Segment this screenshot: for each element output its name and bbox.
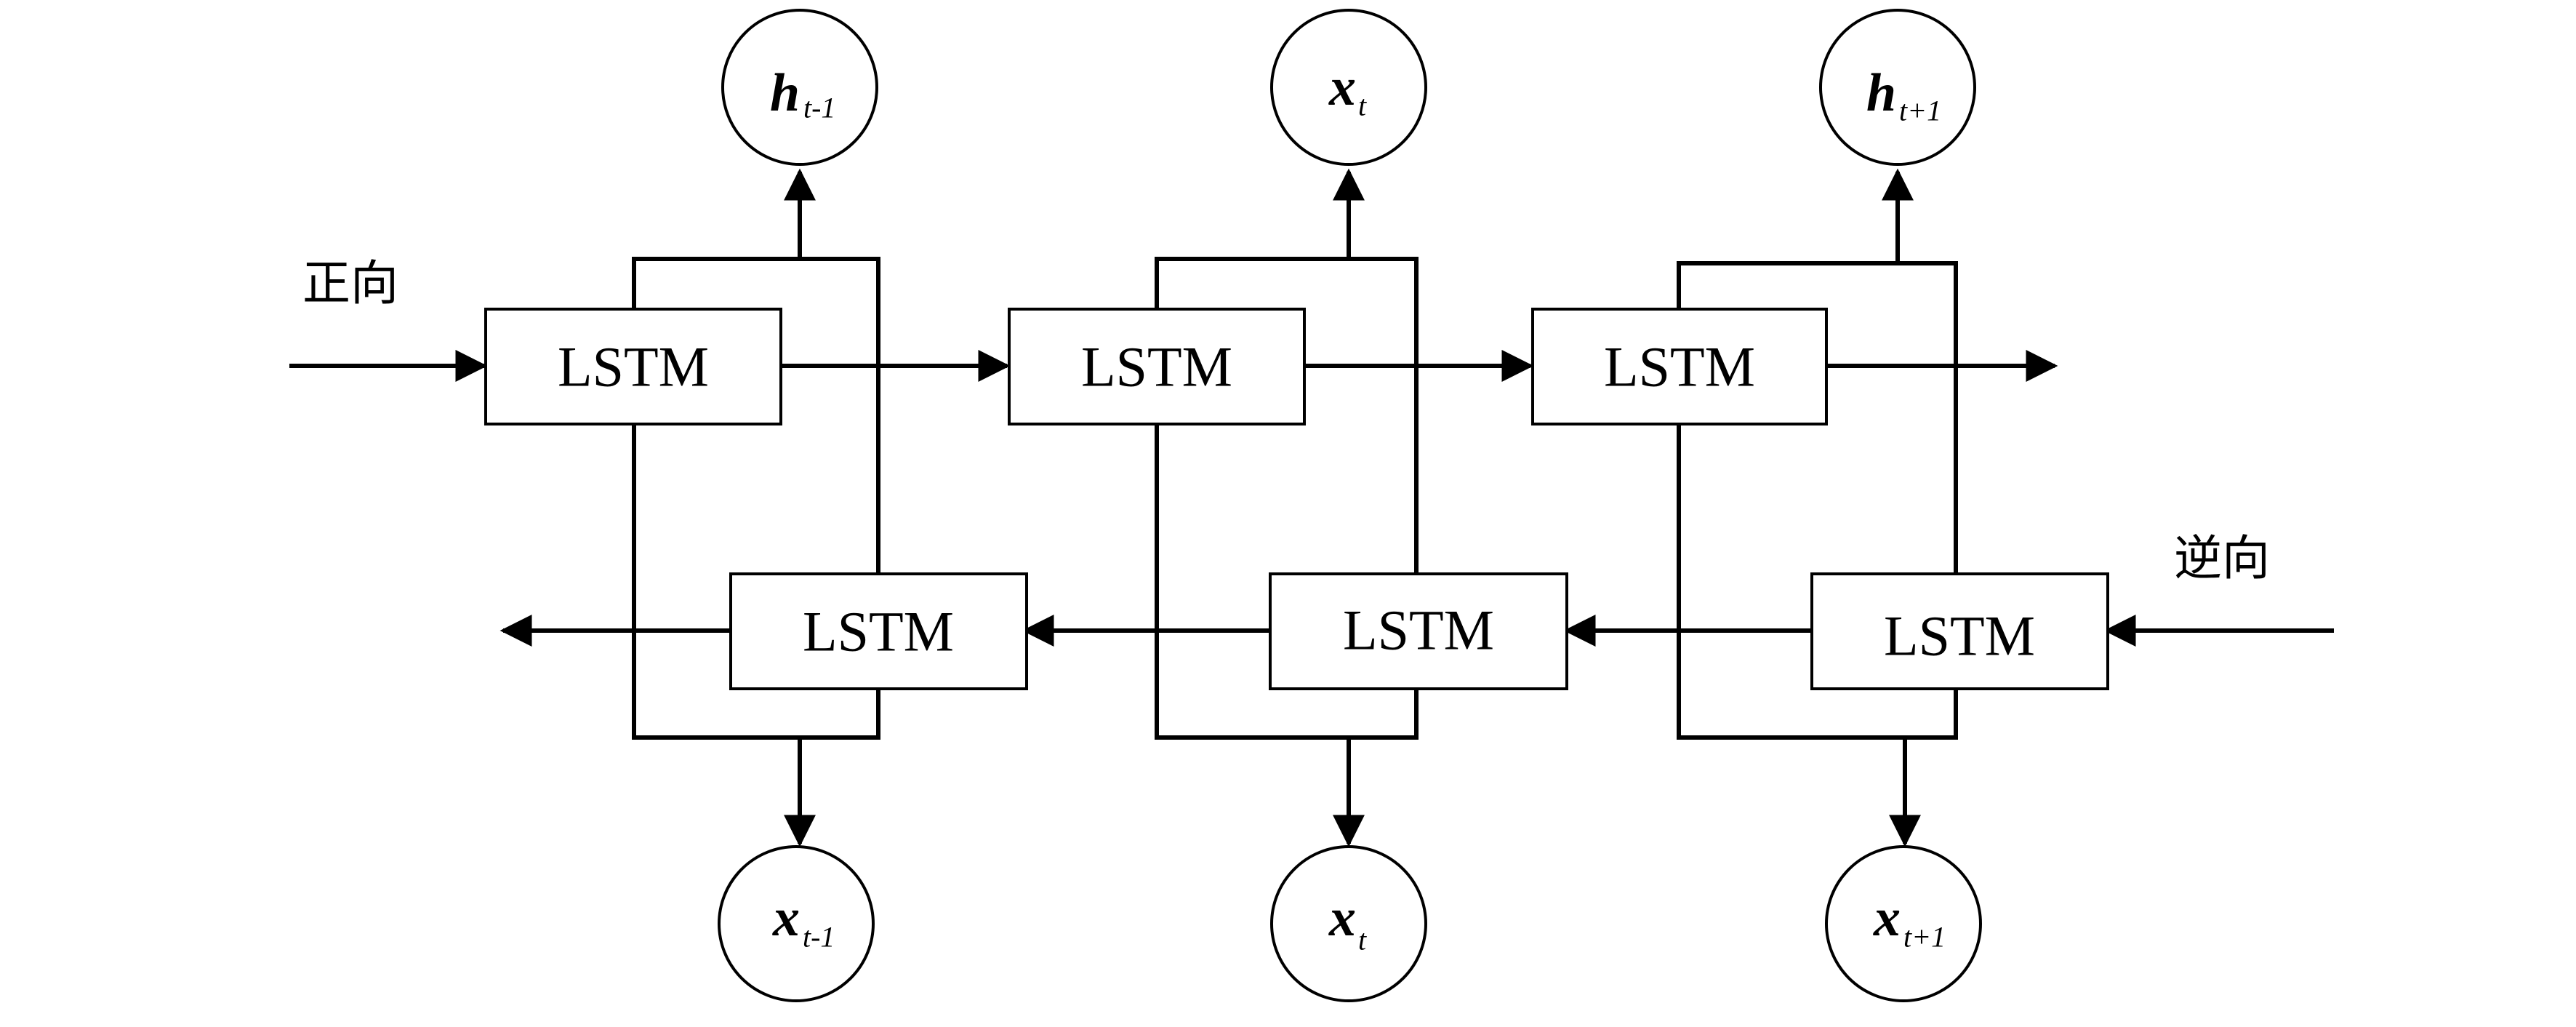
backward-lstm-cell-2: LSTM [1269,572,1568,690]
loop-wire-3-lower [1677,425,1958,740]
top-nodes: h t-1 x t h t+1 [721,9,1976,166]
bottom-node-3-sub: t+1 [1903,921,1946,954]
bottom-nodes: x t-1 x t x t+1 [718,845,1982,1002]
forward-lstm-row: LSTM LSTM LSTM [484,308,1828,425]
forward-lstm-cell-1: LSTM [484,308,782,425]
bottom-node-1: x t-1 [718,845,875,1002]
top-node-2-var: x [1328,57,1356,117]
bottom-node-2-var: x [1328,888,1356,948]
forward-lstm-label-1: LSTM [558,335,709,399]
top-node-1-var: h [770,63,800,123]
backward-direction-label: 逆向 [2174,530,2270,586]
bottom-node-1-sub: t-1 [803,921,835,954]
bottom-node-1-var: x [772,888,800,948]
forward-lstm-cell-3: LSTM [1531,308,1828,425]
loop-wire-1-lower [632,425,880,740]
input-arrows [784,738,1921,847]
top-node-3-var: h [1866,63,1896,123]
output-arrows [784,168,1914,263]
backward-lstm-cell-3: LSTM [1810,572,2109,690]
top-node-1-sub: t-1 [803,92,835,124]
bottom-node-3-var: x [1873,888,1901,948]
forward-lstm-label-3: LSTM [1604,335,1755,399]
backward-lstm-label-3: LSTM [1884,604,2035,668]
backward-lstm-row: LSTM LSTM LSTM [729,572,2109,690]
forward-lstm-label-2: LSTM [1081,335,1232,399]
bottom-node-2: x t [1270,845,1427,1002]
backward-lstm-label-1: LSTM [803,600,954,663]
top-node-2: x t [1270,9,1427,166]
backward-lstm-cell-1: LSTM [729,572,1028,690]
backward-lstm-label-2: LSTM [1343,599,1494,662]
forward-lstm-cell-2: LSTM [1008,308,1306,425]
bottom-node-3: x t+1 [1825,845,1982,1002]
top-node-2-sub: t [1358,89,1367,122]
loop-wire-2-lower [1155,425,1419,740]
forward-direction-label: 正向 [302,255,398,311]
top-node-1: h t-1 [721,9,878,166]
top-node-3-sub: t+1 [1899,95,1941,127]
bottom-node-2-sub: t [1358,924,1367,956]
top-node-3: h t+1 [1819,9,1976,166]
